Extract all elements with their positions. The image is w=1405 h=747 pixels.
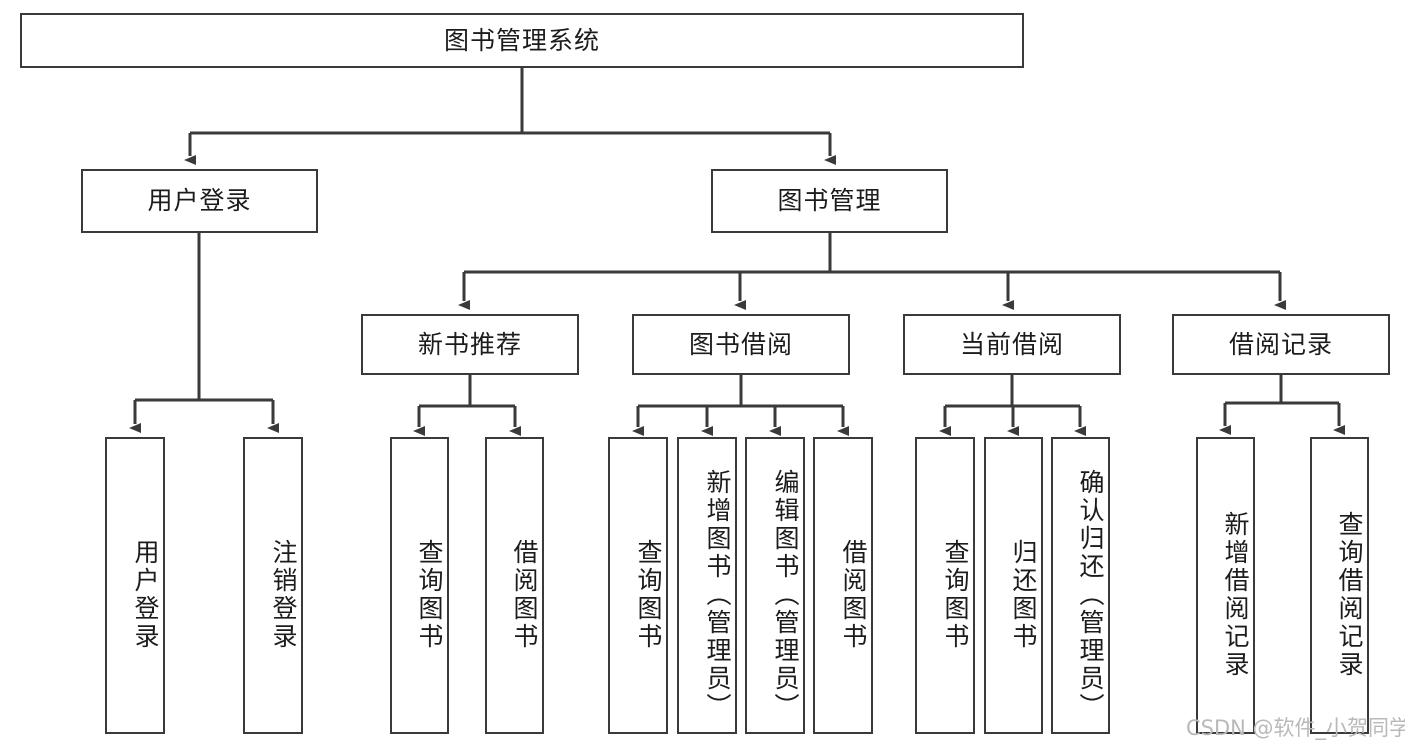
node-label: 查询图书 [634, 538, 663, 651]
node-label: 当前借阅 [959, 329, 1064, 359]
node-label: 查询图书 [941, 538, 970, 651]
leaf-query-book-borrow[interactable]: 查询图书 [608, 437, 668, 734]
node-label: 借阅记录 [1228, 329, 1333, 359]
node-borrow-records[interactable]: 借阅记录 [1172, 314, 1390, 375]
node-root-system[interactable]: 图书管理系统 [20, 13, 1024, 68]
node-book-management[interactable]: 图书管理 [711, 169, 948, 233]
node-label: 借阅图书 [510, 538, 539, 651]
leaf-query-borrow-record[interactable]: 查询借阅记录 [1310, 437, 1369, 734]
node-label: 新增图书（管理员） [703, 468, 732, 721]
node-label: 借阅图书 [839, 538, 868, 651]
node-label: 编辑图书（管理员） [771, 468, 800, 721]
node-label: 图书管理 [777, 186, 882, 216]
node-label: 确认归还（管理员） [1076, 468, 1105, 721]
node-user-login[interactable]: 用户登录 [81, 169, 318, 233]
node-label: 图书借阅 [688, 329, 793, 359]
node-label: 查询图书 [415, 538, 444, 651]
leaf-query-book-recommend[interactable]: 查询图书 [390, 437, 449, 734]
leaf-borrow-book-recommend[interactable]: 借阅图书 [485, 437, 544, 734]
leaf-edit-book-admin[interactable]: 编辑图书（管理员） [745, 437, 805, 734]
leaf-add-book-admin[interactable]: 新增图书（管理员） [677, 437, 737, 734]
node-label: 查询借阅记录 [1335, 510, 1364, 679]
leaf-confirm-return-admin[interactable]: 确认归还（管理员） [1051, 437, 1110, 734]
node-label: 新书推荐 [417, 329, 522, 359]
leaf-return-book[interactable]: 归还图书 [984, 437, 1043, 734]
node-label: 用户登录 [131, 538, 160, 651]
node-current-borrow[interactable]: 当前借阅 [903, 314, 1121, 375]
node-label: 归还图书 [1009, 538, 1038, 651]
leaf-borrow-book[interactable]: 借阅图书 [813, 437, 873, 734]
node-label: 图书管理系统 [443, 25, 600, 55]
leaf-add-borrow-record[interactable]: 新增借阅记录 [1196, 437, 1255, 734]
node-label: 用户登录 [147, 186, 252, 216]
node-new-book-recommend[interactable]: 新书推荐 [361, 314, 579, 375]
leaf-user-login[interactable]: 用户登录 [105, 437, 165, 734]
node-label: 新增借阅记录 [1221, 510, 1250, 679]
watermark: CSDN @软件_小贺同学 [1186, 716, 1405, 740]
node-book-borrow[interactable]: 图书借阅 [632, 314, 850, 375]
leaf-query-book-current[interactable]: 查询图书 [915, 437, 975, 734]
node-label: 注销登录 [269, 538, 298, 651]
leaf-logout[interactable]: 注销登录 [243, 437, 303, 734]
